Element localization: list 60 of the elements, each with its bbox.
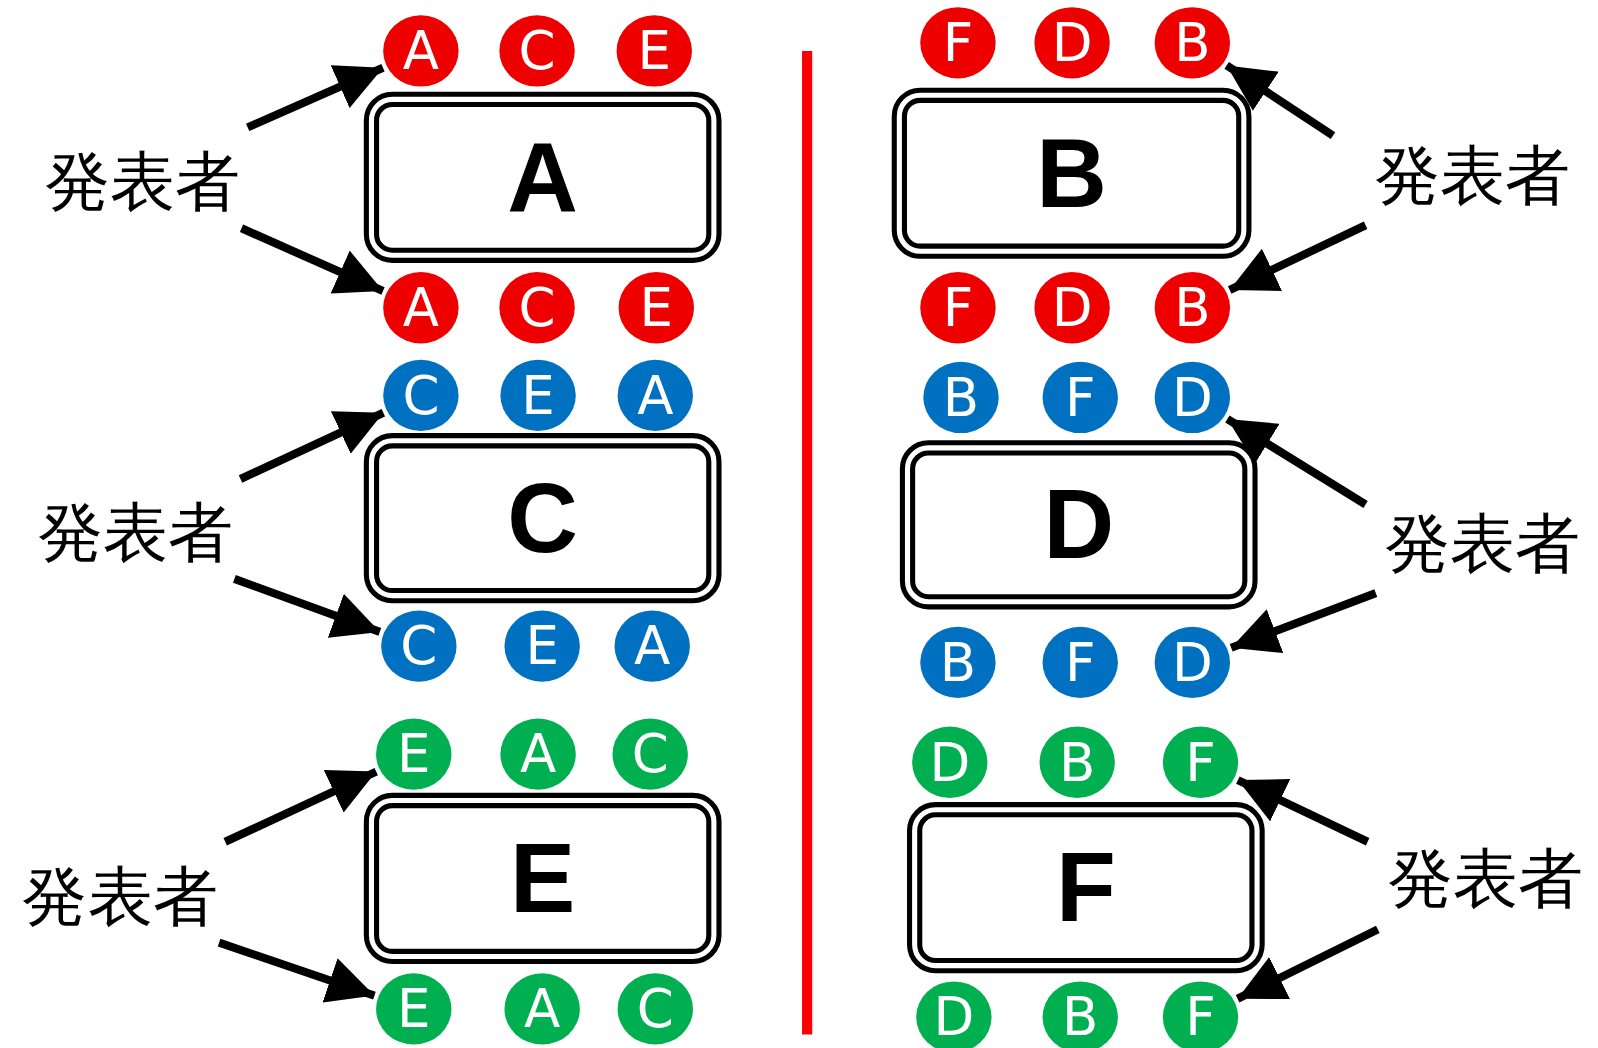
letter-circle: C	[499, 272, 575, 344]
letter-circle: B	[1154, 272, 1231, 344]
presenter-label: 発表者	[1384, 510, 1581, 576]
letter-circle: B	[1039, 726, 1115, 798]
letter-circle: D	[1154, 361, 1231, 434]
letter-circle: D	[1034, 272, 1110, 344]
letter-circle: A	[617, 359, 693, 432]
group-box: B	[891, 87, 1252, 259]
presenter-label: 発表者	[44, 148, 241, 214]
letter-circle: F	[920, 7, 996, 79]
letter-circle: B	[923, 361, 999, 434]
group-box: F	[907, 802, 1265, 974]
letter-circle: A	[504, 973, 580, 1045]
letter-circle: F	[1042, 361, 1118, 434]
arrow	[233, 575, 382, 638]
letter-circle: A	[500, 718, 576, 790]
letter-circle: F	[1162, 726, 1239, 798]
letter-circle: C	[617, 973, 693, 1045]
group-box: D	[899, 440, 1258, 610]
letter-circle: F	[1162, 981, 1239, 1048]
letter-circle: D	[912, 726, 988, 798]
letter-circle: A	[383, 272, 459, 344]
presenter-label: 発表者	[1374, 142, 1571, 208]
letter-circle: E	[376, 973, 452, 1045]
group-box: C	[363, 433, 722, 604]
arrow	[239, 224, 385, 295]
letter-circle: D	[1154, 626, 1231, 699]
letter-circle: A	[614, 610, 690, 682]
letter-circle: E	[376, 718, 452, 790]
arrow	[1236, 776, 1370, 846]
letter-circle: A	[383, 15, 459, 87]
presenter-label: 発表者	[1388, 845, 1584, 912]
group-box: A	[363, 91, 722, 263]
arrow	[238, 409, 386, 483]
arrow	[1224, 62, 1336, 139]
letter-circle: F	[920, 272, 996, 344]
group-box: E	[363, 792, 722, 965]
letter-circle: D	[1034, 7, 1110, 79]
letter-circle: E	[504, 610, 580, 682]
arrow	[223, 767, 378, 846]
arrow	[217, 938, 376, 1003]
letter-circle: C	[499, 15, 575, 87]
letter-circle: C	[612, 718, 688, 790]
presenter-label: 発表者	[22, 864, 219, 930]
arrow	[246, 63, 385, 132]
arrow	[1235, 925, 1380, 1003]
letter-circle: E	[616, 15, 692, 87]
arrow	[1225, 415, 1368, 508]
arrow	[1229, 589, 1378, 654]
letter-circle: C	[381, 610, 457, 682]
letter-circle: D	[916, 981, 992, 1048]
letter-circle: E	[500, 359, 576, 432]
letter-circle: B	[1042, 981, 1118, 1048]
arrow	[1227, 221, 1368, 294]
letter-circle: B	[920, 626, 996, 699]
letter-circle: C	[383, 359, 459, 432]
presenter-label: 発表者	[37, 500, 234, 566]
letter-circle: F	[1042, 626, 1118, 699]
letter-circle: E	[618, 272, 694, 344]
letter-circle: B	[1154, 7, 1231, 79]
